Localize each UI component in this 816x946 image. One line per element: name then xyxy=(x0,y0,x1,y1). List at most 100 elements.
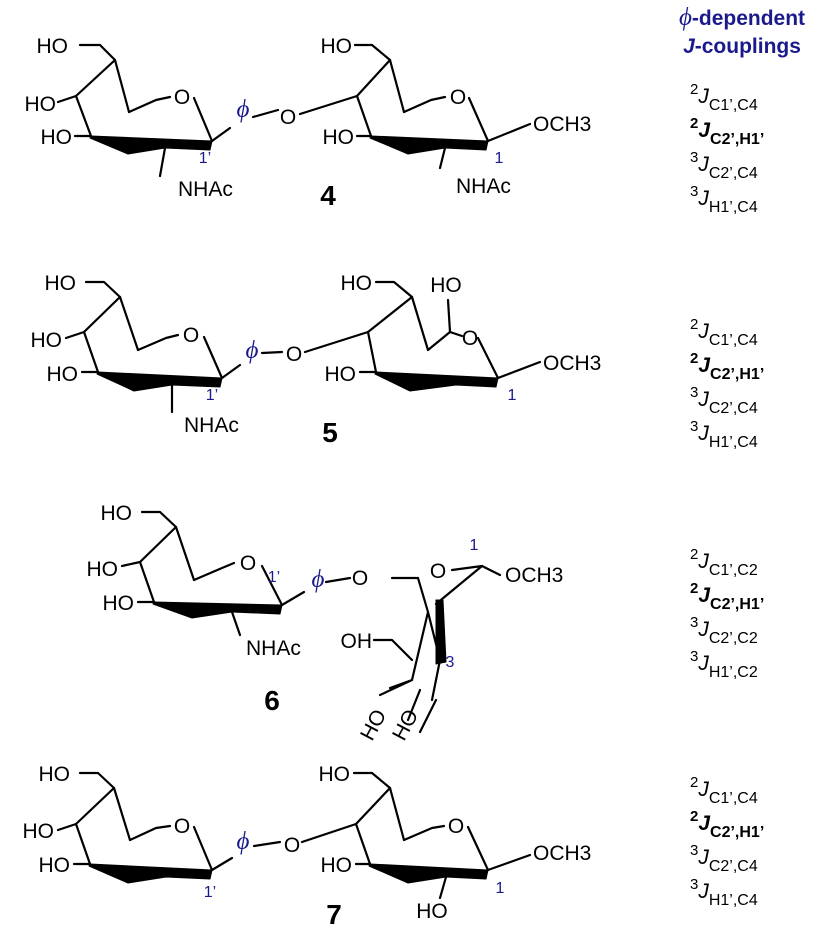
compound-number: 7 xyxy=(326,899,342,930)
coupling-lists: 2JC1’,C42JC2’,H1’3JC2’,C43JH1’,C42JC1’,C… xyxy=(690,81,764,909)
atom-label: HO xyxy=(31,329,63,352)
coupling-atoms: C2’,H1’ xyxy=(710,596,764,613)
coupling-entry: 2JC1’,C4 xyxy=(690,774,758,807)
coupling-symbol: J xyxy=(697,618,709,641)
coupling-entry: 3JH1’,C2 xyxy=(690,648,758,681)
atom-label: HO xyxy=(39,763,71,786)
ring-front-wedge-left xyxy=(89,135,213,155)
torsion-phi-label: ϕ xyxy=(237,96,250,123)
coupling-atoms: C2’,C4 xyxy=(709,858,758,875)
coupling-symbol: J xyxy=(697,846,709,869)
coupling-atoms: C1’,C4 xyxy=(709,97,758,114)
header-line-2: J-couplings xyxy=(683,35,801,58)
ring-bonds-right xyxy=(354,786,490,872)
coupling-symbol: J xyxy=(697,153,709,176)
coupling-atoms: H1’,C4 xyxy=(709,199,758,216)
phi-symbol: ϕ xyxy=(679,4,692,31)
ring-bonds-right xyxy=(366,295,500,380)
atom-label: HO xyxy=(319,763,351,786)
atom-label: HO xyxy=(323,126,355,149)
coupling-symbol: J xyxy=(697,187,709,210)
header-text-1: -dependent xyxy=(692,7,805,30)
coupling-entry: 2JC2’,H1’ xyxy=(690,808,764,841)
carbon-number-label: 1 xyxy=(470,537,479,554)
ring-front-wedge-right xyxy=(374,371,499,392)
coupling-entry: 2JC1’,C4 xyxy=(690,81,758,114)
carbon-number-label: 1 xyxy=(495,150,504,167)
coupling-symbol: J xyxy=(698,354,711,377)
coupling-atoms: C2’,C4 xyxy=(709,165,758,182)
atom-label: HO xyxy=(41,126,73,149)
coupling-entry: 2JC2’,H1’ xyxy=(690,350,764,383)
atom-label: OCH3 xyxy=(543,352,601,375)
atom-label: HO xyxy=(388,706,423,745)
substituent-bonds-right xyxy=(372,564,502,734)
compound-number: 4 xyxy=(320,180,336,211)
ring-oxygen-label: O xyxy=(183,324,199,347)
compound-4-structure: HO HO HO O NHAc ϕ 1’ O HO HO O NHAc OCH3… xyxy=(25,35,592,211)
torsion-phi-label: ϕ xyxy=(312,566,325,593)
ring-oxygen-label: O xyxy=(174,815,190,838)
coupling-order: 3 xyxy=(690,648,698,665)
coupling-order: 3 xyxy=(690,149,698,166)
coupling-entry: 3JC2’,C4 xyxy=(690,149,758,182)
ring-bonds-right xyxy=(355,58,490,143)
coupling-order: 3 xyxy=(690,876,698,893)
ring-bonds-left xyxy=(82,295,224,380)
coupling-order: 3 xyxy=(690,418,698,435)
coupling-symbol: J xyxy=(697,85,709,108)
coupling-atoms: C2’,C2 xyxy=(709,630,758,647)
carbon-number-label: 1 xyxy=(496,880,505,897)
atom-label: HO xyxy=(101,502,133,525)
glycosidic-oxygen-label: O xyxy=(352,567,368,590)
coupling-atoms: C2’,H1’ xyxy=(710,366,764,383)
carbon-number-label: 1’ xyxy=(204,884,216,901)
substituent-bonds-left xyxy=(120,510,352,637)
atom-label: NHAc xyxy=(456,175,511,198)
atom-label: HO xyxy=(321,854,353,877)
coupling-symbol: J xyxy=(697,320,709,343)
header-text-2: -couplings xyxy=(695,35,801,58)
substituent-bonds-left xyxy=(56,771,282,872)
coupling-order: 2 xyxy=(690,774,698,791)
compound-number: 5 xyxy=(322,417,338,448)
coupling-order: 2 xyxy=(690,808,698,825)
carbon-number-label: 3 xyxy=(446,654,455,671)
ring-bonds-left xyxy=(74,786,214,872)
coupling-order: 2 xyxy=(690,350,698,367)
ring-oxygen-label: O xyxy=(462,327,478,350)
coupling-symbol: J xyxy=(697,880,709,903)
atom-label: OCH3 xyxy=(533,842,591,865)
atom-label: HO xyxy=(321,35,353,58)
carbon-number-label: 1’ xyxy=(199,150,211,167)
atom-label: HO xyxy=(37,35,69,58)
atom-label: HO xyxy=(103,592,135,615)
substituent-bonds-right xyxy=(298,43,532,170)
atom-label: OH xyxy=(341,630,373,653)
ring-bonds-left xyxy=(74,58,214,143)
coupling-symbol: J xyxy=(698,812,711,835)
coupling-symbol: J xyxy=(697,388,709,411)
glycosidic-oxygen-label: O xyxy=(286,343,302,366)
coupling-atoms: H1’,C4 xyxy=(709,434,758,451)
substituent-bonds-left xyxy=(56,43,280,178)
coupling-order: 2 xyxy=(690,115,698,132)
coupling-atoms: C1’,C2 xyxy=(709,562,758,579)
header-line-1: ϕ-dependent xyxy=(679,4,805,31)
substituent-bonds-right xyxy=(303,280,542,380)
coupling-entry: 3JH1’,C4 xyxy=(690,183,758,216)
atom-label: HO xyxy=(45,272,77,295)
atom-label: HO xyxy=(23,820,55,843)
ring-front-wedge-right xyxy=(369,135,489,155)
glycosidic-oxygen-label: O xyxy=(280,106,296,129)
coupling-symbol: J xyxy=(698,584,711,607)
coupling-symbol: J xyxy=(697,652,709,675)
coupling-atoms: C2’,H1’ xyxy=(710,824,764,841)
coupling-order: 3 xyxy=(690,614,698,631)
substituent-bonds-left xyxy=(64,280,284,414)
coupling-atoms: C2’,C4 xyxy=(709,400,758,417)
ring-oxygen-label: O xyxy=(448,815,464,838)
